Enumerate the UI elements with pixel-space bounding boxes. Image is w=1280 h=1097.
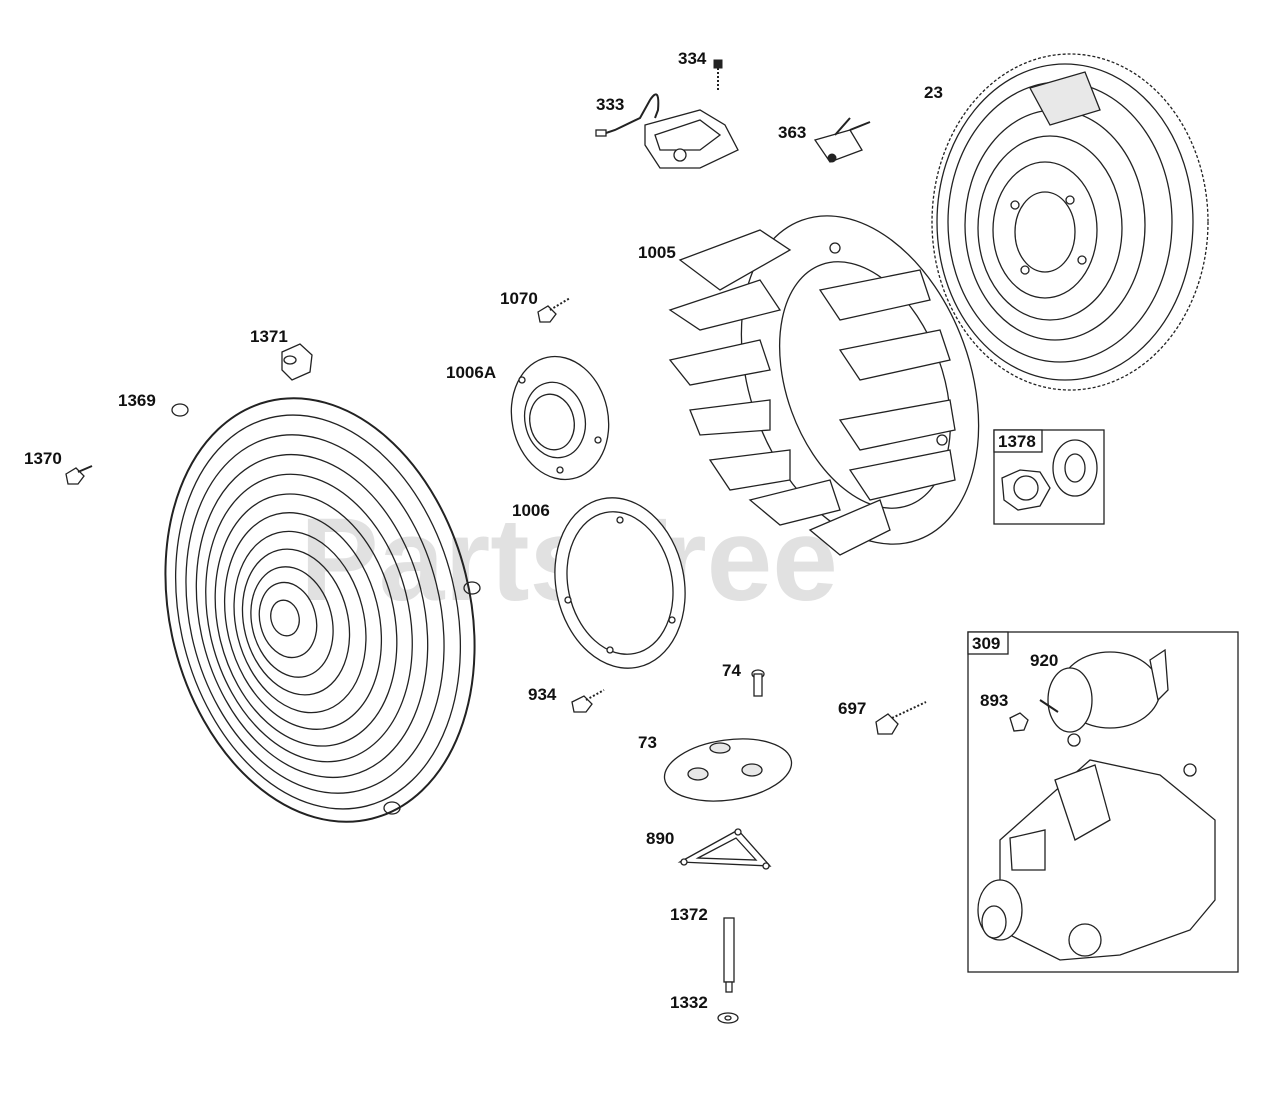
part-363-connector[interactable] — [813, 117, 871, 163]
part-1370-screw[interactable] — [65, 465, 93, 485]
part-920-solenoid[interactable] — [1039, 648, 1169, 747]
label-23: 23 — [924, 83, 943, 102]
part-1378-kit[interactable] — [993, 429, 1105, 525]
label-1378: 1378 — [998, 432, 1036, 451]
part-1005-fan[interactable] — [668, 183, 1022, 578]
label-74: 74 — [722, 661, 741, 680]
label-334: 334 — [678, 49, 707, 68]
part-73-disk[interactable] — [660, 731, 795, 808]
label-934: 934 — [528, 685, 557, 704]
part-893-nut[interactable] — [1009, 712, 1029, 732]
part-333-ignition-coil[interactable] — [595, 93, 739, 169]
label-1370: 1370 — [24, 449, 62, 468]
label-309: 309 — [972, 634, 1000, 653]
label-697: 697 — [838, 699, 866, 718]
label-363: 363 — [778, 123, 806, 142]
part-1371-nut[interactable] — [281, 343, 313, 381]
starter-motor-body — [977, 759, 1216, 961]
part-934-bolt[interactable] — [571, 689, 605, 713]
part-1070-bolt[interactable] — [537, 297, 571, 323]
label-1005: 1005 — [638, 243, 676, 262]
label-1371: 1371 — [250, 327, 288, 346]
label-333: 333 — [596, 95, 624, 114]
part-23-flywheel[interactable] — [931, 53, 1209, 391]
label-1332: 1332 — [670, 993, 708, 1012]
part-1332-washer[interactable] — [717, 1012, 739, 1024]
label-1372: 1372 — [670, 905, 708, 924]
label-1070: 1070 — [500, 289, 538, 308]
part-890-bracket[interactable] — [677, 828, 772, 870]
label-1369: 1369 — [118, 391, 156, 410]
label-893: 893 — [980, 691, 1008, 710]
part-1369-fan-guard[interactable] — [122, 365, 517, 855]
part-1006a-plate[interactable] — [500, 347, 620, 488]
part-697-bolt[interactable] — [875, 701, 927, 735]
part-74-pin[interactable] — [751, 669, 765, 697]
label-1006a: 1006A — [446, 363, 496, 382]
part-334-screw[interactable] — [713, 59, 723, 92]
label-73: 73 — [638, 733, 657, 752]
label-920: 920 — [1030, 651, 1058, 670]
label-890: 890 — [646, 829, 674, 848]
part-309-starter[interactable] — [967, 631, 1239, 973]
part-1006-gasket[interactable] — [540, 486, 701, 681]
part-1372-standoff[interactable] — [723, 917, 735, 993]
label-1006: 1006 — [512, 501, 550, 520]
